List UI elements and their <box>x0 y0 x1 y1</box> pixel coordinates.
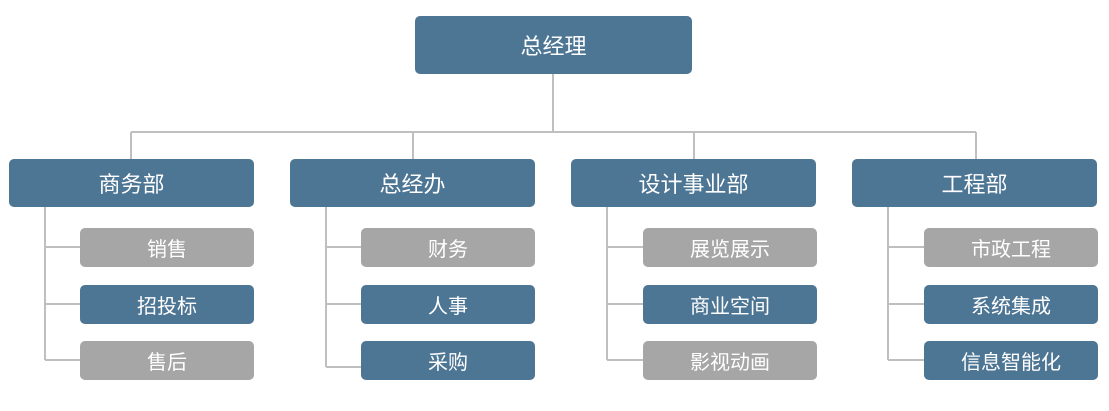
node-commercial-space: 商业空间 <box>643 285 817 324</box>
node-general-manager: 总经理 <box>415 16 692 74</box>
node-department-business: 商务部 <box>9 159 254 207</box>
node-department-engineering: 工程部 <box>852 159 1097 207</box>
node-municipal-engineering: 市政工程 <box>924 228 1098 267</box>
node-department-gm-office: 总经办 <box>290 159 535 207</box>
node-exhibition: 展览展示 <box>643 228 817 267</box>
node-film-animation: 影视动画 <box>643 341 817 380</box>
node-intelligent-info: 信息智能化 <box>924 341 1098 380</box>
node-finance: 财务 <box>361 228 535 267</box>
node-sales: 销售 <box>80 228 254 267</box>
node-system-integration: 系统集成 <box>924 285 1098 324</box>
node-bidding: 招投标 <box>80 285 254 324</box>
node-procurement: 采购 <box>361 341 535 380</box>
node-department-design: 设计事业部 <box>571 159 816 207</box>
node-hr: 人事 <box>361 285 535 324</box>
node-after-sales: 售后 <box>80 341 254 380</box>
